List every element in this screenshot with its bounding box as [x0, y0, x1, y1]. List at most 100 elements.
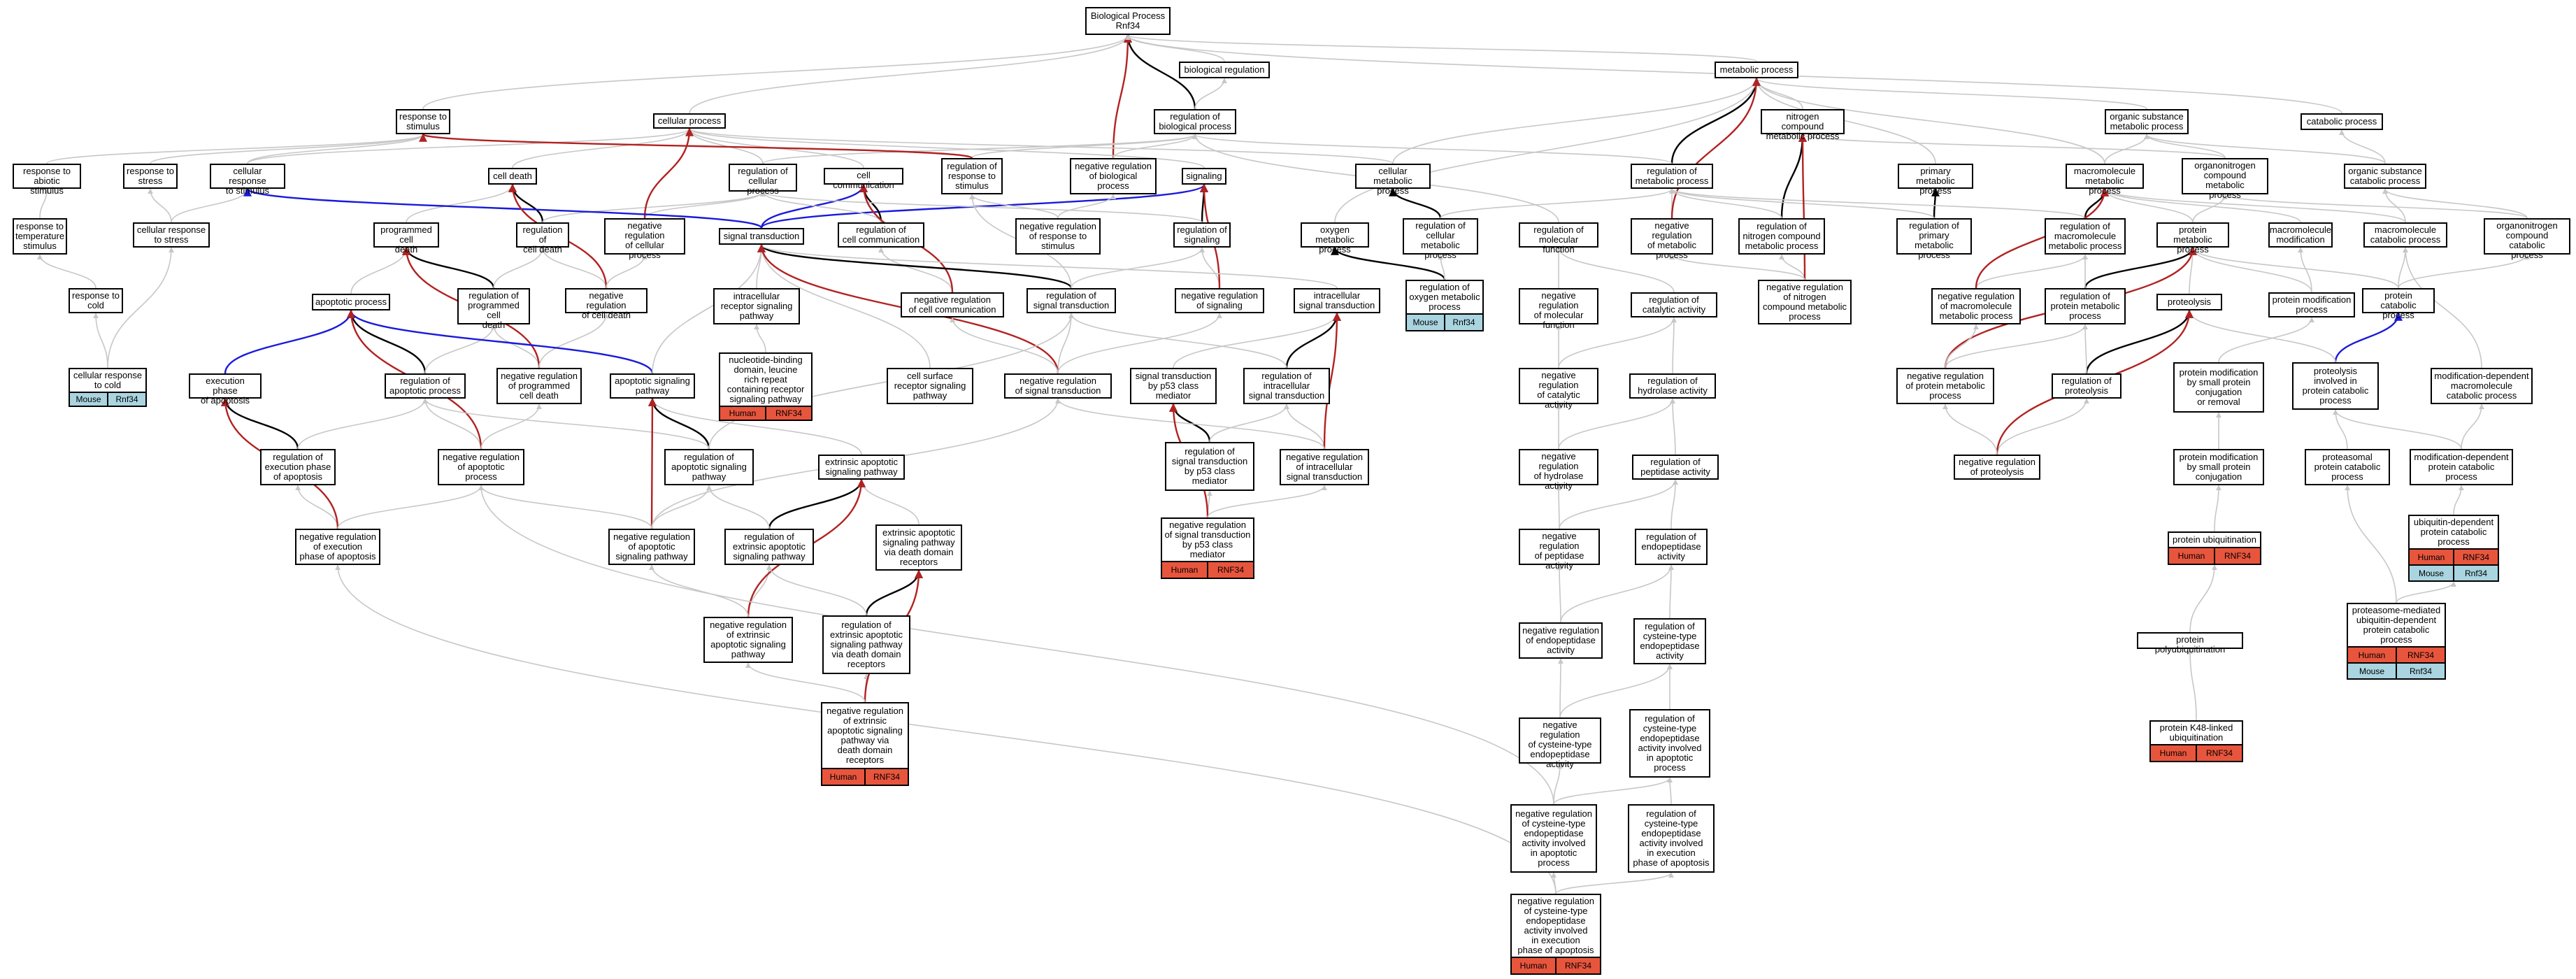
- go-term-reg-intra-sig-trans[interactable]: regulation of intracellular signal trans…: [1243, 368, 1330, 404]
- go-term-resp-temp[interactable]: response to temperature stimulus: [13, 218, 67, 255]
- go-term-reg-prim-met[interactable]: regulation of primary metabolic process: [1896, 218, 1972, 260]
- go-term-ext-apop-sig[interactable]: extrinsic apoptotic signaling pathway: [818, 455, 905, 480]
- go-term-reg-ext-apop-sig[interactable]: regulation of extrinsic apoptotic signal…: [724, 529, 814, 565]
- go-term-reg-proteolysis[interactable]: regulation of proteolysis: [2052, 373, 2121, 399]
- go-term-prot-catab[interactable]: protein catabolic process: [2362, 288, 2435, 320]
- go-term-neg-reg-sig-trans[interactable]: negative regulation of signal transducti…: [1004, 373, 1112, 399]
- go-term-neg-reg-prot-met[interactable]: negative regulation of protein metabolic…: [1896, 368, 1994, 404]
- go-term-neg-reg-intra-sig-trans[interactable]: negative regulation of intracellular sig…: [1280, 449, 1369, 485]
- go-term-reg-ext-apop-death[interactable]: regulation of extrinsic apoptotic signal…: [822, 615, 910, 674]
- go-term-reg-apop-sig[interactable]: regulation of apoptotic signaling pathwa…: [664, 449, 754, 485]
- go-term-reg-mol-func[interactable]: regulation of molecular function: [1519, 222, 1598, 255]
- go-term-reg-cat-act[interactable]: regulation of catalytic activity: [1631, 292, 1717, 317]
- go-term-reg-sig-trans[interactable]: regulation of signal transduction: [1026, 288, 1116, 313]
- go-term-reg-signaling[interactable]: regulation of signaling: [1173, 222, 1231, 248]
- go-term-proteolysis-prot-catab[interactable]: proteolysis involved in protein cataboli…: [2292, 362, 2379, 410]
- go-term-apop-sig[interactable]: apoptotic signaling pathway: [610, 373, 695, 399]
- go-term-bioreg[interactable]: biological regulation: [1179, 62, 1270, 78]
- go-term-exec-phase-apop[interactable]: execution phase of apoptosis: [189, 373, 262, 406]
- go-term-neg-reg-resp-stim[interactable]: negative regulation of response to stimu…: [1015, 218, 1101, 255]
- go-term-reg-cell-comm[interactable]: regulation of cell communication: [838, 222, 924, 248]
- go-term-neg-reg-mol-func[interactable]: negative regulation of molecular functio…: [1519, 288, 1598, 330]
- go-term-prot-polyubiq[interactable]: protein polyubiquitination: [2137, 632, 2243, 655]
- go-term-oxy-met[interactable]: oxygen metabolic process: [1301, 222, 1369, 255]
- go-term-catab[interactable]: catabolic process: [2300, 113, 2383, 130]
- go-term-mod-dep-macro-catab[interactable]: modification-dependent macromolecule cat…: [2431, 368, 2533, 404]
- go-term-cellproc[interactable]: cellular process: [653, 113, 726, 129]
- go-term-mod-dep-prot-catab[interactable]: modification-dependent protein catabolic…: [2410, 449, 2513, 485]
- go-term-reg-macro-met[interactable]: regulation of macromolecule metabolic pr…: [2045, 218, 2126, 255]
- go-term-nod-lrr[interactable]: nucleotide-binding domain, leucine rich …: [719, 352, 813, 421]
- go-term-neg-reg-cys-endopept-exec[interactable]: negative regulation of cysteine-type end…: [1510, 894, 1601, 975]
- go-term-neg-reg-pept-act[interactable]: negative regulation of peptidase activit…: [1519, 529, 1600, 571]
- go-term-neg-reg-cys-endopept[interactable]: negative regulation of cysteine-type end…: [1519, 717, 1601, 769]
- go-term-resp-abiotic[interactable]: response to abiotic stimulus: [13, 164, 81, 196]
- go-term-neg-reg-cell-death[interactable]: negative regulation of cell death: [565, 288, 647, 320]
- go-term-reg-hydro-act[interactable]: regulation of hydrolase activity: [1629, 373, 1716, 399]
- go-term-organonitro-catab[interactable]: organonitrogen compound catabolic proces…: [2484, 218, 2570, 260]
- go-term-cell-resp-stress[interactable]: cellular response to stress: [133, 222, 210, 248]
- go-term-reg-pept-act[interactable]: regulation of peptidase activity: [1632, 455, 1719, 480]
- go-term-reg-nitro-met[interactable]: regulation of nitrogen compound metaboli…: [1738, 218, 1825, 255]
- go-term-prot-mod-small[interactable]: protein modification by small protein co…: [2173, 362, 2264, 413]
- go-term-neg-reg-bp[interactable]: negative regulation of biological proces…: [1070, 158, 1157, 194]
- go-term-reg-resp-stim[interactable]: regulation of response to stimulus: [941, 158, 1003, 194]
- go-term-reg-cys-endopept[interactable]: regulation of cysteine-type endopeptidas…: [1633, 618, 1706, 664]
- go-term-reg-prog-cell-death[interactable]: regulation of programmed cell death: [457, 288, 530, 330]
- go-term-neg-reg-ext-apop-death[interactable]: negative regulation of extrinsic apoptot…: [821, 702, 909, 786]
- go-term-reg-cys-endopept-apop[interactable]: regulation of cysteine-type endopeptidas…: [1629, 709, 1710, 778]
- go-term-org-sub[interactable]: organic substance metabolic process: [2105, 109, 2189, 134]
- go-term-neg-reg-cell-comm[interactable]: negative regulation of cell communicatio…: [901, 292, 1004, 317]
- go-term-neg-reg-cys-endopept-apop[interactable]: negative regulation of cysteine-type end…: [1510, 804, 1597, 873]
- go-term-reg-bp[interactable]: regulation of biological process: [1154, 109, 1236, 134]
- go-term-resp-stress[interactable]: response to stress: [123, 164, 178, 189]
- go-term-intra-rec-sig[interactable]: intracellular receptor signaling pathway: [713, 288, 800, 324]
- go-term-resp-cold[interactable]: response to cold: [69, 288, 123, 313]
- go-term-neg-reg-cellproc[interactable]: negative regulation of cellular process: [604, 218, 685, 260]
- go-term-neg-reg-signaling[interactable]: negative regulation of signaling: [1175, 288, 1264, 313]
- go-term-neg-reg-cat-act[interactable]: negative regulation of catalytic activit…: [1519, 368, 1598, 410]
- go-term-sig-trans-p53[interactable]: signal transduction by p53 class mediato…: [1130, 368, 1217, 404]
- go-term-organonitro-met[interactable]: organonitrogen compound metabolic proces…: [2182, 158, 2268, 200]
- go-term-reg-prot-met[interactable]: regulation of protein metabolic process: [2045, 288, 2126, 324]
- go-term-reg-cys-endopept-exec[interactable]: regulation of cysteine-type endopeptidas…: [1628, 804, 1715, 873]
- go-term-prot-met[interactable]: protein metabolic process: [2156, 222, 2229, 255]
- go-term-cell-death[interactable]: cell death: [488, 168, 537, 185]
- go-term-neg-reg-macro-met[interactable]: negative regulation of macromolecule met…: [1931, 288, 2021, 324]
- go-term-reg-cellproc[interactable]: regulation of cellular process: [729, 164, 797, 196]
- go-term-neg-reg-sig-trans-p53[interactable]: negative regulation of signal transducti…: [1161, 517, 1254, 579]
- go-term-metproc[interactable]: metabolic process: [1715, 62, 1798, 78]
- go-term-nitro-met[interactable]: nitrogen compound metabolic process: [1761, 109, 1845, 141]
- go-term-bp[interactable]: Biological Process Rnf34: [1085, 7, 1171, 35]
- go-term-neg-reg-proteolysis[interactable]: negative regulation of proteolysis: [1954, 455, 2040, 480]
- go-term-neg-reg-apop-sig[interactable]: negative regulation of apoptotic signali…: [608, 529, 695, 565]
- go-term-neg-reg-met[interactable]: negative regulation of metabolic process: [1631, 218, 1713, 260]
- go-term-reg-sig-trans-p53[interactable]: regulation of signal transduction by p53…: [1165, 442, 1254, 491]
- go-term-reg-apop-proc[interactable]: regulation of apoptotic process: [385, 373, 466, 399]
- go-term-neg-reg-hydro-act[interactable]: negative regulation of hydrolase activit…: [1519, 449, 1598, 491]
- go-term-reg-endopept-act[interactable]: regulation of endopeptidase activity: [1635, 529, 1708, 565]
- go-term-prim-met[interactable]: primary metabolic process: [1898, 164, 1973, 196]
- go-term-neg-reg-endopept-act[interactable]: negative regulation of endopeptidase act…: [1519, 622, 1603, 659]
- go-term-neg-reg-exec-phase[interactable]: negative regulation of execution phase o…: [295, 529, 380, 565]
- go-term-neg-reg-ext-apop-sig[interactable]: negative regulation of extrinsic apoptot…: [703, 617, 793, 663]
- go-term-macro-met[interactable]: macromolecule metabolic process: [2066, 164, 2144, 196]
- go-term-proteolysis[interactable]: proteolysis: [2156, 294, 2222, 310]
- go-term-cell-surf-rec[interactable]: cell surface receptor signaling pathway: [887, 368, 973, 404]
- go-term-cell-comm[interactable]: cell communication: [824, 168, 903, 190]
- go-term-apop-proc[interactable]: apoptotic process: [312, 294, 390, 310]
- go-term-proteasomal-catab[interactable]: proteasomal protein catabolic process: [2305, 449, 2390, 485]
- go-term-ext-apop-death[interactable]: extrinsic apoptotic signaling pathway vi…: [875, 524, 962, 571]
- go-term-resp-stim[interactable]: response to stimulus: [396, 109, 450, 134]
- go-term-prot-mod-proc[interactable]: protein modification process: [2268, 292, 2355, 317]
- go-term-prog-cell-death[interactable]: programmed cell death: [373, 222, 439, 255]
- go-term-macro-mod[interactable]: macromolecule modification: [2268, 222, 2333, 248]
- go-term-org-sub-catab[interactable]: organic substance catabolic process: [2344, 164, 2426, 189]
- go-term-prot-ubiq-dep2[interactable]: proteasome-mediated ubiquitin-dependent …: [2347, 603, 2446, 680]
- go-term-neg-reg-prog-cell-death[interactable]: negative regulation of programmed cell d…: [496, 368, 582, 404]
- go-term-cell-met[interactable]: cellular metabolic process: [1355, 164, 1431, 196]
